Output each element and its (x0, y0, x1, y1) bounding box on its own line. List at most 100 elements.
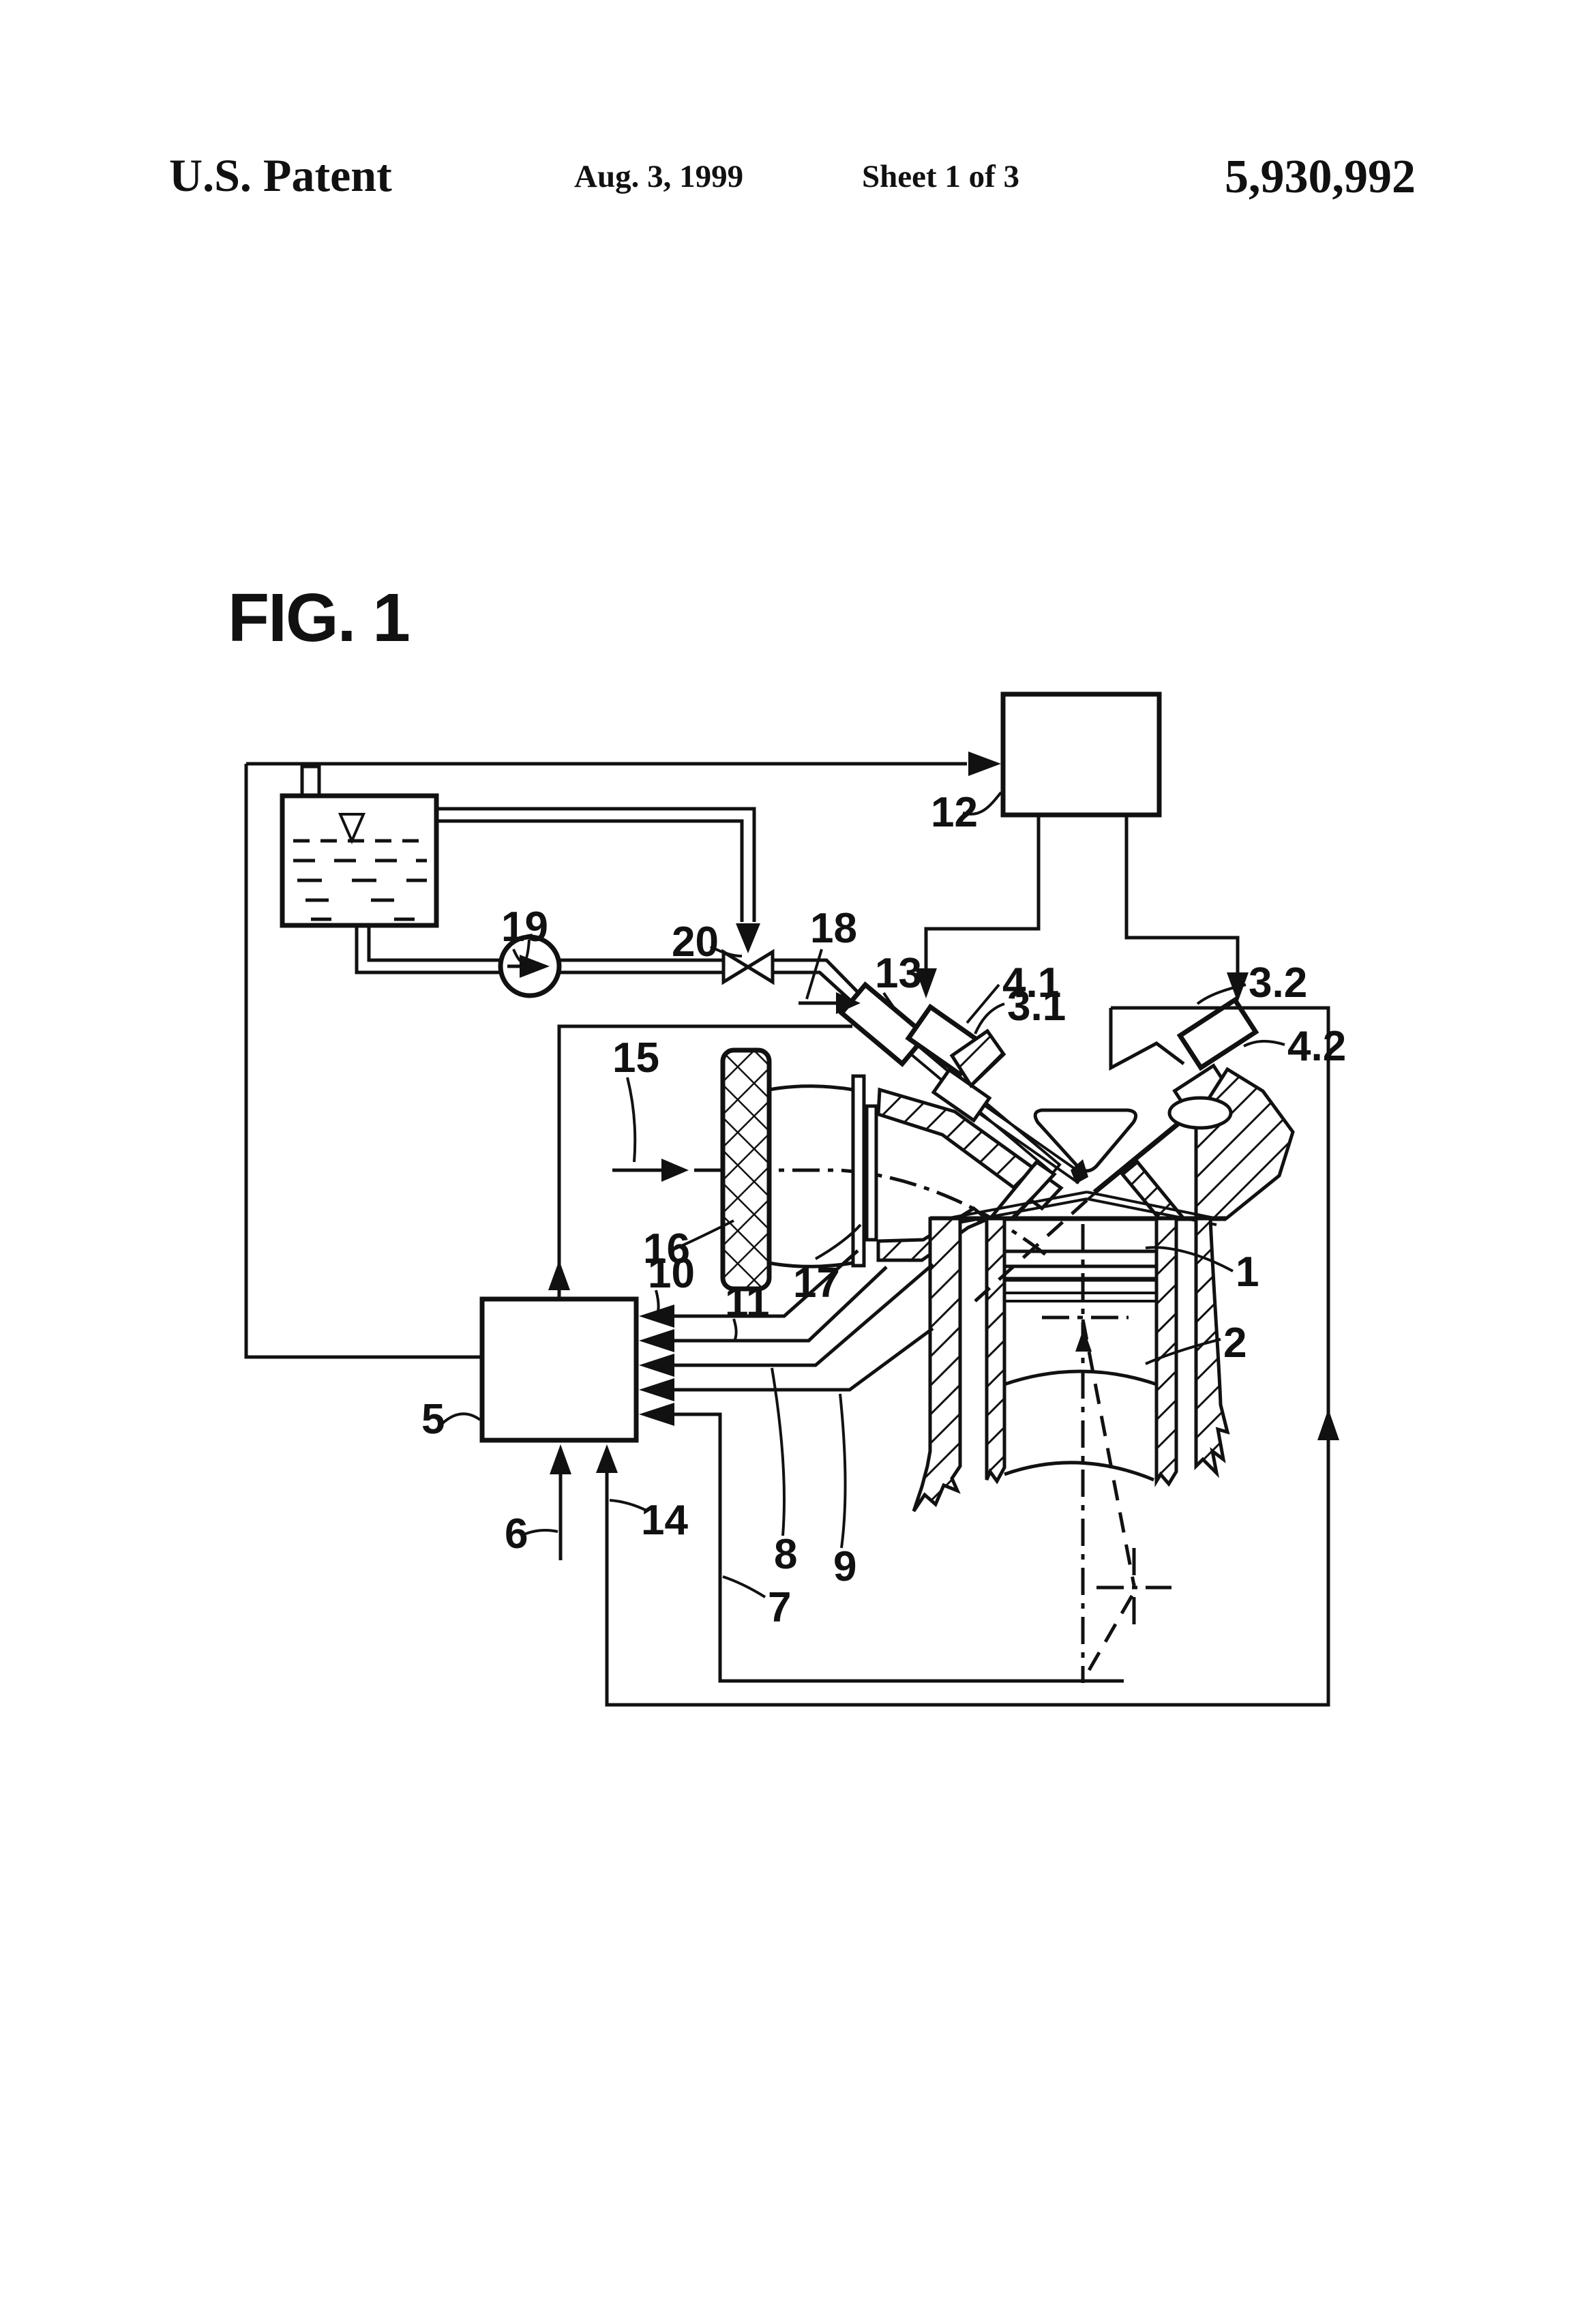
leader-12 (962, 791, 1002, 816)
ref-label-9: 9 (833, 1543, 856, 1590)
sensor-line-10 (673, 1249, 859, 1318)
valve-right-triangle (745, 949, 775, 985)
leader-3-2 (1196, 983, 1247, 1005)
intake-air-path (612, 1047, 1051, 1292)
sensor-line-9 (673, 1326, 934, 1392)
leader-4-1 (966, 983, 1000, 1024)
pipe-outer (355, 925, 501, 974)
fuel-line-tank-to-pump (355, 925, 501, 974)
ref-label-15: 15 (612, 1034, 659, 1082)
leader-4-2 (1243, 1040, 1285, 1047)
plug41-shaft (978, 1112, 1080, 1185)
ref-label-12: 12 (931, 789, 978, 836)
box-12 (1000, 691, 1162, 818)
ref-label-17: 17 (793, 1260, 840, 1307)
patent-sheet-number: Sheet 1 of 3 (862, 159, 1019, 194)
sensor-line-11 (673, 1266, 888, 1343)
arrow-up-icon (1317, 1409, 1339, 1440)
leader-19 (512, 939, 531, 964)
cylinder-block (912, 1217, 1230, 1513)
leader-8 (771, 1367, 786, 1536)
pipe-inner (367, 925, 501, 962)
leader-16 (673, 1219, 734, 1251)
crank-centerlines (974, 1199, 1171, 1683)
pipe-valve-injector-lower (773, 970, 851, 1001)
injector-needle (916, 1044, 1061, 1166)
ref-label-4-2: 4.2 (1287, 1023, 1346, 1070)
box12-to-plug42-line (1124, 815, 1240, 975)
ref-label-8: 8 (774, 1531, 797, 1578)
combustion-chamber-cavity (1033, 1108, 1138, 1173)
throttle-plate-17 (851, 1074, 866, 1268)
leader-lines (441, 791, 1285, 1598)
leader-18 (805, 949, 823, 1000)
arrow-into-plug41-icon (915, 968, 937, 998)
fuel-flow-marker-18 (799, 992, 861, 1014)
ref-label-1: 1 (1236, 1249, 1259, 1296)
roof-line-left (942, 1191, 1088, 1221)
air-filter-16 (720, 1047, 772, 1292)
input-arrow-icon (639, 1354, 674, 1377)
ref-label-7: 7 (768, 1584, 791, 1631)
ref-label-10: 10 (648, 1250, 695, 1297)
cylinder-wall-right-outer (1194, 1217, 1230, 1478)
loop-left-line (244, 764, 482, 1359)
leader-17 (815, 1223, 862, 1260)
injector-control-line (548, 1024, 852, 1299)
piston (1004, 1249, 1157, 1482)
fuel-line-to-valve (436, 807, 760, 953)
arrow-into-valve-icon (736, 923, 760, 953)
pipe-valve-injector-upper (773, 958, 859, 994)
leader-6 (520, 1529, 558, 1537)
figure-label: FIG. 1 (228, 580, 409, 656)
input-arrow-icon (639, 1329, 674, 1352)
ref-label-4-1: 4.1 (1002, 959, 1061, 1007)
ref-label-6: 6 (505, 1510, 528, 1558)
plug41-boss (949, 1028, 1006, 1088)
ref-label-5: 5 (421, 1396, 445, 1443)
plug42-body (1176, 996, 1259, 1071)
pump-flow-arrow-icon (520, 955, 550, 978)
patent-title: U.S. Patent (169, 149, 392, 201)
head-top-outline (1109, 1008, 1185, 1071)
fuel-tank (280, 764, 439, 928)
leader-20 (710, 945, 743, 957)
ignition-unit-12 (915, 691, 1249, 1002)
fuel-level-icon (338, 813, 366, 845)
crank-radius-line (1084, 1594, 1134, 1678)
ref-label-20: 20 (672, 919, 719, 966)
roof-line-right (1086, 1191, 1221, 1221)
ref-label-3-1: 3.1 (1007, 983, 1066, 1030)
leader-7 (722, 1575, 766, 1598)
patent-date: Aug. 3, 1999 (574, 159, 743, 194)
throttle-flange (865, 1104, 878, 1242)
control-loop-left (244, 751, 1001, 1359)
valve-left-triangle (721, 949, 751, 985)
flow18-arrow-icon (836, 992, 861, 1014)
leader-11 (732, 1318, 738, 1340)
fuel-pipe-lower (436, 819, 744, 922)
control-unit-5 (479, 1249, 1124, 1683)
exhaust-port-pocket (1167, 1096, 1233, 1130)
patent-number: 5,930,992 (1225, 151, 1416, 203)
ref-label-2: 2 (1223, 1320, 1247, 1367)
arrow-up-icon (550, 1444, 571, 1474)
metering-valve-20 (721, 949, 859, 1001)
reference-numerals: 12 19 20 18 13 4.1 4.2 3.1 3.2 15 16 17 … (421, 789, 1346, 1631)
ref-label-16: 16 (643, 1225, 690, 1272)
plug41-shaft (983, 1104, 1086, 1177)
input-arrow-icon (639, 1378, 674, 1401)
fuel-pipe-upper (436, 807, 756, 922)
input-arrow-icon (639, 1305, 674, 1328)
cylinder-wall-left-outer (912, 1217, 962, 1513)
leader-5 (441, 1412, 481, 1425)
ref-label-18: 18 (810, 905, 857, 952)
cylinder-head (876, 1008, 1295, 1262)
box12-to-plug41-line (924, 815, 1041, 971)
ref-label-11: 11 (725, 1279, 770, 1326)
leader-13 (882, 992, 898, 1014)
piston-lower-edge (1004, 1369, 1157, 1386)
box-5 (479, 1296, 639, 1443)
arrow-up-icon (548, 1260, 570, 1290)
